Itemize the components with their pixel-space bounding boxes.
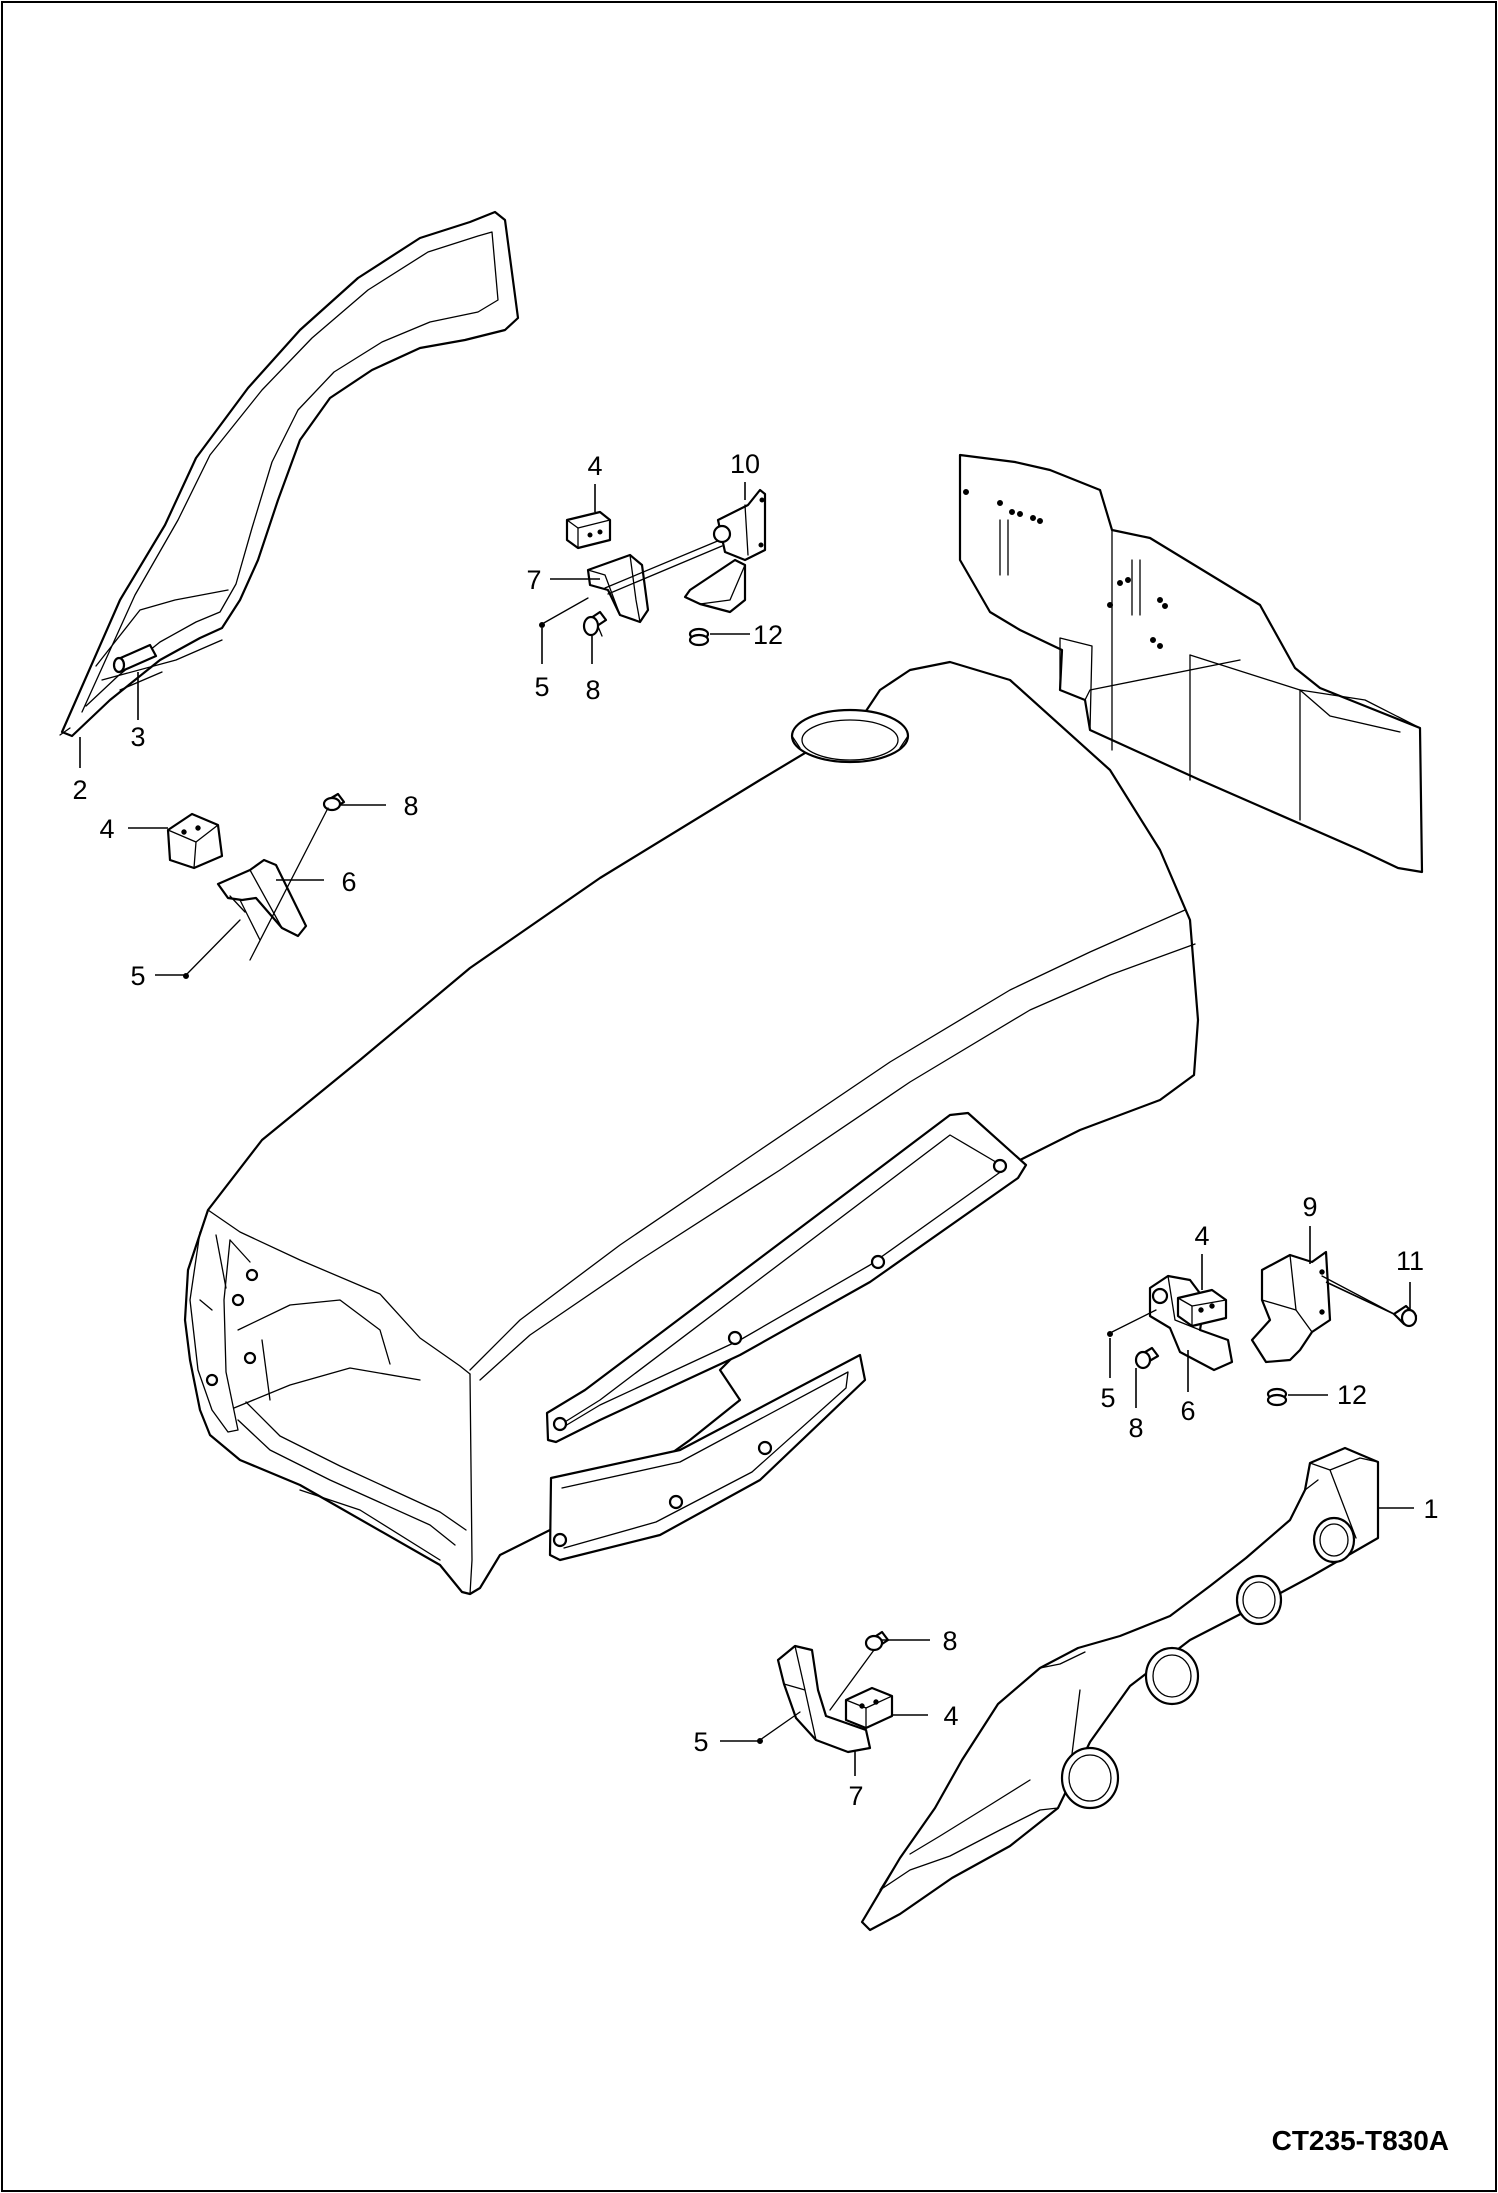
callout-6: 6 xyxy=(341,867,356,897)
rear-shield-panel xyxy=(958,453,1424,874)
callout-4: 4 xyxy=(943,1701,958,1731)
callout-8: 8 xyxy=(403,791,418,821)
callout-8: 8 xyxy=(1128,1413,1143,1443)
figure-id: CT235-T830A xyxy=(1272,2125,1449,2156)
callout-2: 2 xyxy=(72,775,87,805)
callout-12: 12 xyxy=(1337,1380,1367,1410)
callout-4: 4 xyxy=(99,814,114,844)
callout-9: 9 xyxy=(1302,1192,1317,1222)
callout-3: 3 xyxy=(130,722,145,752)
top-hinge-assembly xyxy=(539,488,767,647)
callout-1: 1 xyxy=(1423,1494,1438,1524)
left-mid-bracket xyxy=(166,792,346,979)
lower-bracket xyxy=(757,1630,894,1754)
callout-7: 7 xyxy=(848,1781,863,1811)
left-side-panel xyxy=(59,210,520,738)
callout-4: 4 xyxy=(587,451,602,481)
callout-4: 4 xyxy=(1194,1221,1209,1251)
callout-8: 8 xyxy=(942,1626,957,1656)
callout-5: 5 xyxy=(534,672,549,702)
leader-lines xyxy=(79,482,1414,1776)
callouts: 10 4 7 12 5 8 3 2 8 4 6 5 9 4 11 5 8 6 1… xyxy=(72,449,1438,1811)
callout-12: 12 xyxy=(753,620,783,650)
callout-5: 5 xyxy=(130,961,145,991)
callout-6: 6 xyxy=(1180,1396,1195,1426)
part-3-pin xyxy=(112,643,158,674)
right-side-panel xyxy=(860,1446,1380,1932)
callout-5: 5 xyxy=(693,1727,708,1757)
callout-5: 5 xyxy=(1100,1383,1115,1413)
callout-8: 8 xyxy=(585,675,600,705)
callout-11: 11 xyxy=(1396,1246,1424,1276)
callout-10: 10 xyxy=(730,449,760,479)
right-hinge-assembly xyxy=(1107,1250,1418,1407)
callout-7: 7 xyxy=(526,565,541,595)
hood-body xyxy=(183,660,1200,1596)
